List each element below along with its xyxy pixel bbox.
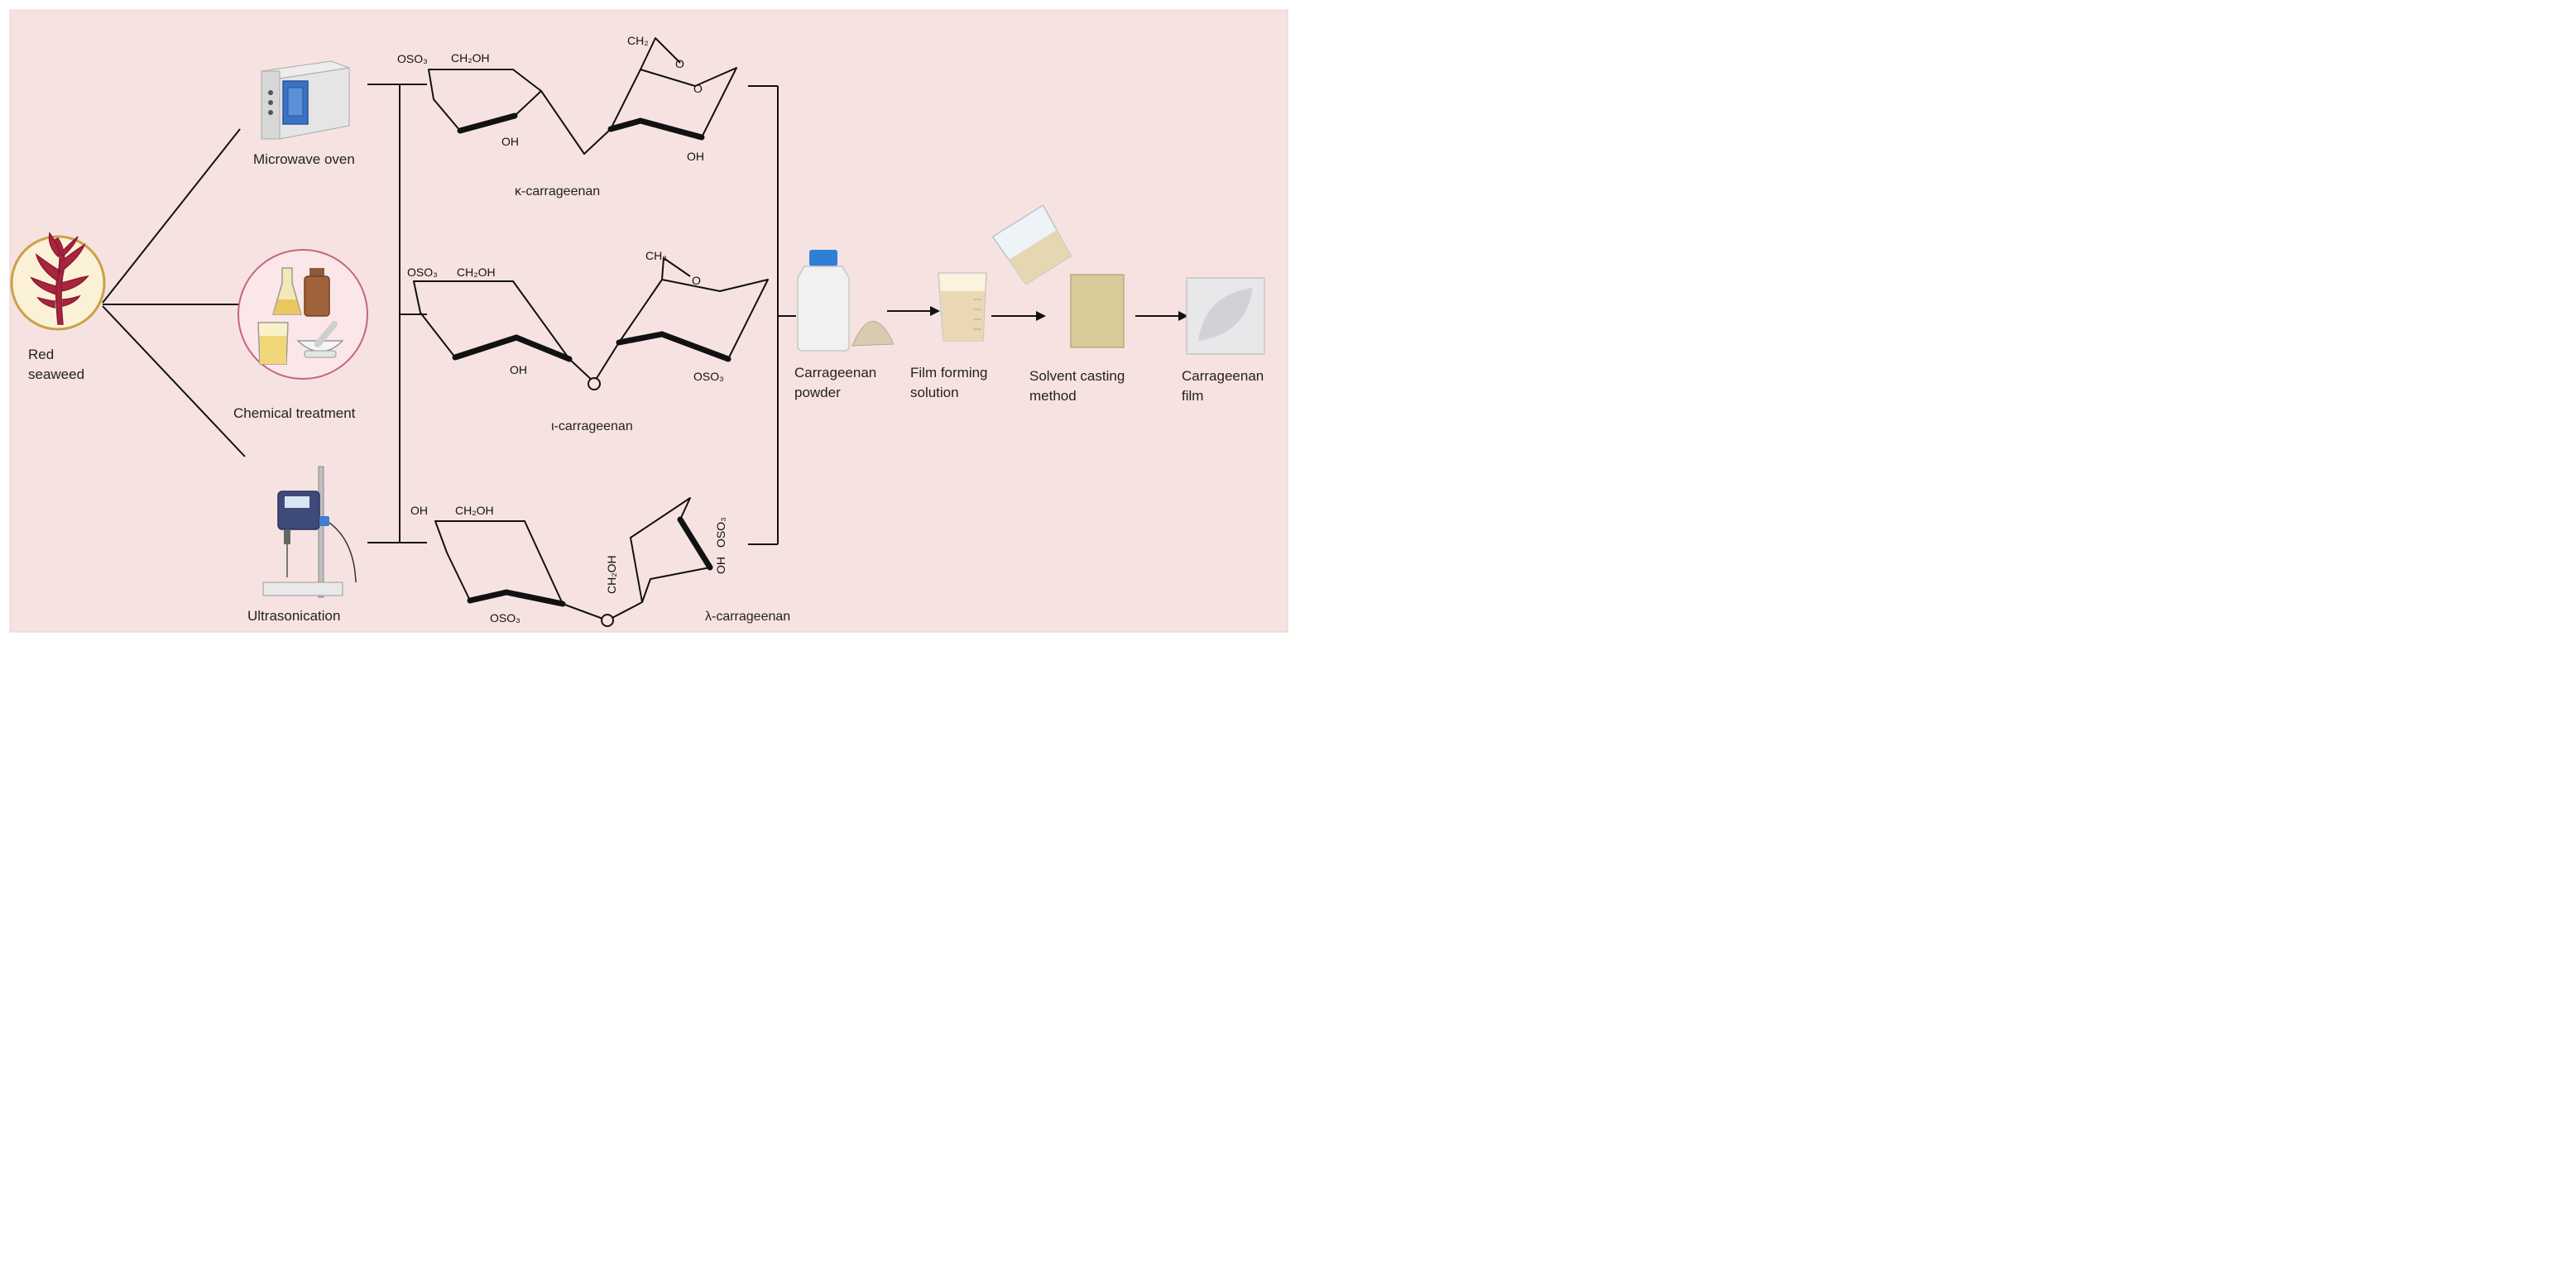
iota-glycosidic-o <box>588 377 601 390</box>
lambda-oh-vertical: OH <box>714 557 727 574</box>
mortar-pestle-icon <box>296 321 344 358</box>
solution-label-line2: solution <box>910 385 959 400</box>
connector-to-ultrasonication <box>102 305 246 457</box>
kappa-oso3-top: OSO₃ <box>397 52 428 65</box>
lambda-oh-top: OH <box>410 504 428 517</box>
iota-ch2: CH₂ <box>645 249 667 262</box>
red-seaweed-node: Red seaweed <box>10 232 106 382</box>
seaweed-label-line2: seaweed <box>28 366 84 382</box>
pouring-beaker-icon <box>991 204 1072 285</box>
film-label-line2: film <box>1182 388 1203 404</box>
kappa-oh-left: OH <box>501 135 519 148</box>
flask-icon <box>272 267 302 315</box>
casting-label-line1: Solvent casting <box>1029 368 1125 384</box>
kappa-o-ring: O <box>693 82 703 95</box>
arrow-powder-to-solution <box>887 306 940 316</box>
chemical-label: Chemical treatment <box>233 405 356 421</box>
film-label-line1: Carrageenan <box>1182 368 1264 384</box>
iota-oso3-right: OSO₃ <box>693 370 724 383</box>
carrageenan-film-icon <box>1186 277 1265 355</box>
iota-carrageenan-structure: OSO₃ CH₂OH CH₂ O OH OSO₃ ι-carrageenan <box>407 249 769 433</box>
source-connector-lines <box>102 128 246 457</box>
arrow-solution-to-casting <box>991 311 1046 321</box>
bottle-cap <box>809 250 837 266</box>
seaweed-label-line1: Red <box>28 347 54 362</box>
carrageenan-powder-icon <box>797 250 895 352</box>
iota-o-bridge: O <box>692 274 701 287</box>
casting-label-line2: method <box>1029 388 1077 404</box>
casting-tray-icon <box>1070 274 1125 348</box>
powder-label-line2: powder <box>794 385 841 400</box>
kappa-o-bridge: O <box>675 57 684 70</box>
iota-oso3-top: OSO₃ <box>407 266 438 279</box>
kappa-carrageenan-structure: OSO₃ CH₂OH CH₂ O O OH OH κ-carrageenan <box>397 34 737 199</box>
arrow-casting-to-film <box>1135 311 1188 321</box>
connector-to-microwave <box>102 128 241 304</box>
kappa-oh-right: OH <box>687 150 704 163</box>
lambda-carrageenan-structure: OH CH₂OH OSO₃ CH₂OH OH OSO₃ λ-carrageena… <box>410 497 790 627</box>
ultrasonicator-icon <box>262 466 357 598</box>
film-solution-beaker-icon <box>938 272 987 342</box>
seaweed-icon <box>30 232 89 325</box>
microwave-oven-icon <box>260 60 350 140</box>
iota-oh-left: OH <box>510 363 527 376</box>
kappa-ch2oh-top: CH₂OH <box>451 51 490 65</box>
lambda-oso3-vertical: OSO₃ <box>714 517 727 548</box>
iota-ch2oh-top: CH₂OH <box>457 266 496 279</box>
beaker-icon <box>257 322 289 365</box>
kappa-ch2: CH₂ <box>627 34 649 47</box>
lambda-glycosidic-o <box>601 614 614 627</box>
right-bracket <box>748 85 796 545</box>
chemical-treatment-node <box>237 249 368 380</box>
lambda-name: λ-carrageenan <box>705 610 790 624</box>
reagent-bottle-icon <box>304 268 330 317</box>
powder-label-line1: Carrageenan <box>794 365 876 381</box>
lambda-ch2oh-top: CH₂OH <box>455 504 494 517</box>
iota-name: ι-carrageenan <box>551 419 633 433</box>
lambda-oso3-bottom: OSO₃ <box>490 611 520 625</box>
carrageenan-process-diagram: Red seaweed Microwave oven <box>9 9 1288 633</box>
kappa-name: κ-carrageenan <box>515 184 600 199</box>
ultrasonication-label: Ultrasonication <box>247 608 340 624</box>
chemical-circle <box>237 249 368 380</box>
diagram-stage: Red seaweed Microwave oven <box>0 0 1298 644</box>
lambda-ch2oh-vertical: CH₂OH <box>605 555 618 594</box>
microwave-label: Microwave oven <box>253 151 355 167</box>
solution-label-line1: Film forming <box>910 365 988 381</box>
